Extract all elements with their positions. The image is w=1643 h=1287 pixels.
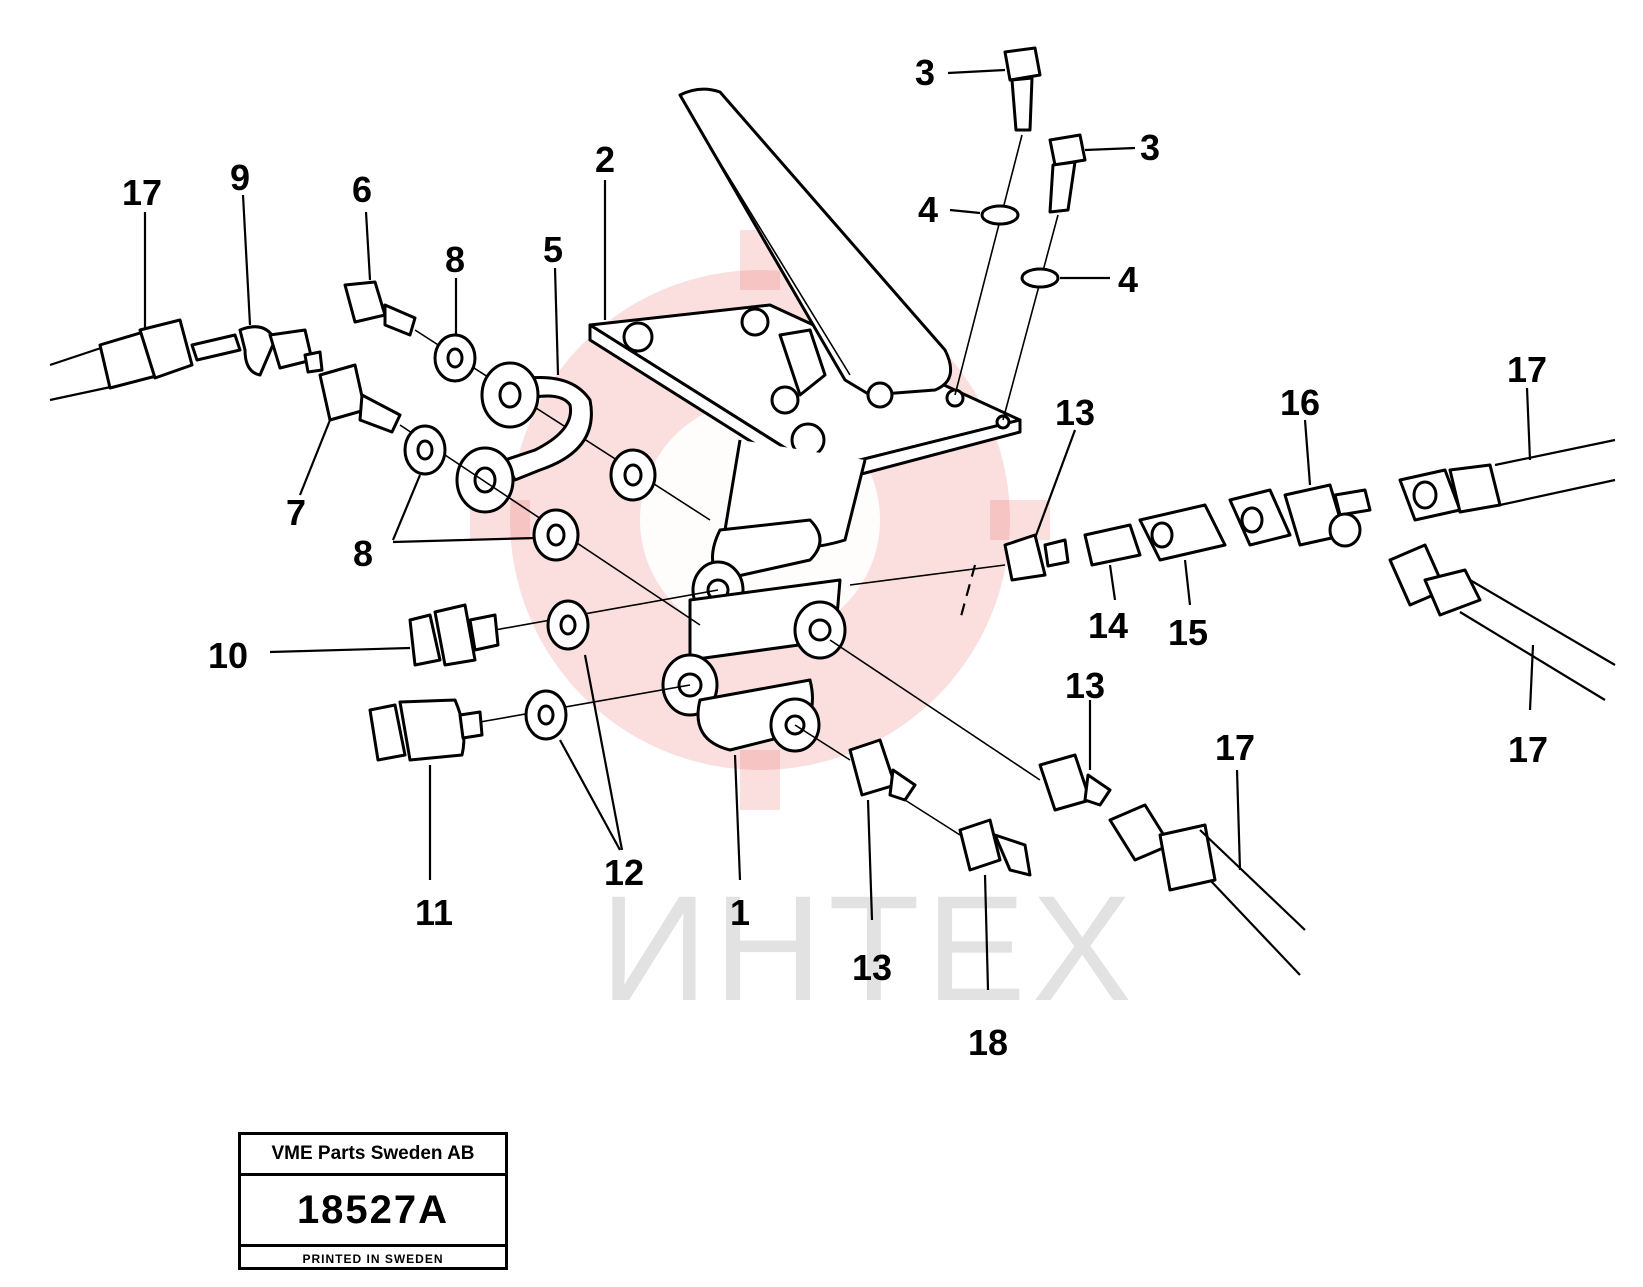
union-7 bbox=[318, 363, 701, 626]
title-block-drawing-number: 18527A bbox=[241, 1176, 505, 1247]
fitting-13-upper bbox=[849, 533, 1070, 621]
washer-8-c bbox=[403, 424, 447, 476]
callout-1: 1 bbox=[730, 892, 750, 933]
callout-4-lower: 4 bbox=[1118, 259, 1138, 300]
callout-3-lower: 3 bbox=[1140, 127, 1160, 168]
callout-9: 9 bbox=[230, 157, 250, 198]
washer-8-a bbox=[433, 333, 477, 383]
callout-17-right-upper: 17 bbox=[1507, 349, 1547, 390]
nut-15 bbox=[1138, 503, 1227, 562]
bolt-3-lower bbox=[1002, 133, 1087, 421]
callout-14: 14 bbox=[1088, 605, 1128, 646]
watermark-text: ИНТЕХ bbox=[600, 864, 1138, 1032]
elbow-9 bbox=[190, 325, 324, 377]
callout-2: 2 bbox=[595, 139, 615, 180]
hose-17-right-lower bbox=[1388, 543, 1616, 701]
pressure-switch-11 bbox=[368, 684, 691, 762]
washer-12-b bbox=[524, 689, 568, 741]
washer-4-upper bbox=[980, 204, 1020, 226]
banjo-bolt-6 bbox=[343, 280, 711, 521]
callout-8-bottom: 8 bbox=[353, 533, 373, 574]
title-block-company: VME Parts Sweden AB bbox=[241, 1135, 505, 1176]
elbow-18 bbox=[904, 799, 1032, 877]
callout-4-upper: 4 bbox=[918, 189, 938, 230]
hose-17-left bbox=[49, 318, 194, 402]
title-block-printed: PRINTED IN SWEDEN bbox=[302, 1252, 444, 1266]
washer-8-b bbox=[609, 448, 657, 502]
callout-18: 18 bbox=[968, 1022, 1008, 1063]
callout-8-top: 8 bbox=[445, 239, 465, 280]
washer-8-d bbox=[532, 508, 580, 562]
bolt-3-upper bbox=[954, 46, 1042, 396]
hose-17-right-upper bbox=[1398, 438, 1616, 522]
callout-17-bottom: 17 bbox=[1215, 727, 1255, 768]
tee-16 bbox=[1228, 483, 1372, 548]
pressure-switch-10 bbox=[269, 589, 719, 667]
callout-3-upper: 3 bbox=[915, 52, 935, 93]
callout-11: 11 bbox=[415, 892, 453, 933]
callout-12: 12 bbox=[604, 852, 644, 893]
hose-17-lower bbox=[1108, 803, 1306, 976]
callout-6: 6 bbox=[352, 169, 372, 210]
callout-13-lower: 13 bbox=[852, 947, 892, 988]
callout-16: 16 bbox=[1280, 382, 1320, 423]
fitting-13-lower-right bbox=[829, 639, 1112, 812]
washer-4-lower bbox=[1020, 267, 1060, 289]
adapter-14 bbox=[1083, 523, 1142, 567]
callout-7: 7 bbox=[286, 492, 306, 533]
leader-lines bbox=[143, 68, 1535, 991]
callout-17-left: 17 bbox=[122, 172, 162, 213]
callout-13-middle: 13 bbox=[1065, 665, 1105, 706]
pedal-assembly bbox=[588, 87, 1022, 550]
title-block: VME Parts Sweden AB 18527A PRINTED IN SW… bbox=[238, 1132, 508, 1270]
valve-body bbox=[661, 518, 847, 753]
callout-10: 10 bbox=[208, 635, 248, 676]
callout-17-right-lower: 17 bbox=[1508, 729, 1548, 770]
pipe-5 bbox=[455, 361, 593, 514]
washer-12-a bbox=[546, 599, 590, 651]
callout-15: 15 bbox=[1168, 612, 1208, 653]
callout-5: 5 bbox=[543, 229, 563, 270]
callout-13-upper: 13 bbox=[1055, 392, 1095, 433]
